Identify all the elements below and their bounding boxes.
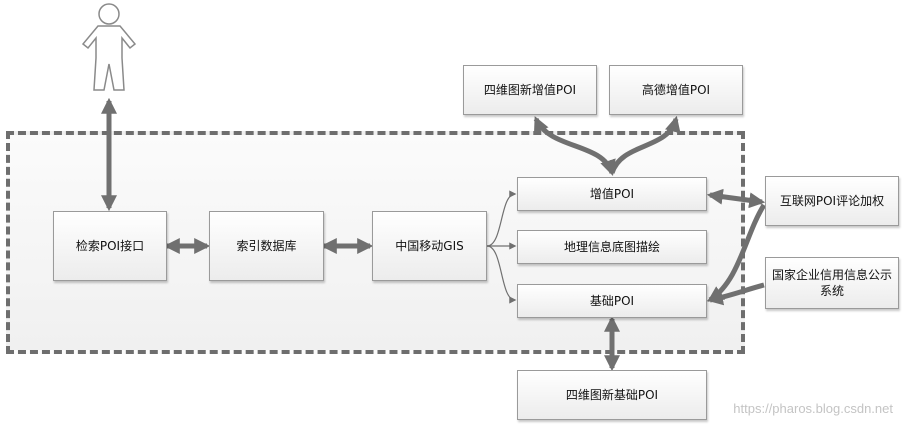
china-mobile-gis-box: 中国移动GIS bbox=[372, 211, 487, 281]
gis-branch-connectors bbox=[486, 190, 517, 304]
watermark-text: https://pharos.blog.csdn.net bbox=[733, 401, 893, 416]
internet-valueadded-arrow bbox=[706, 188, 766, 209]
user-person-icon bbox=[81, 3, 137, 91]
value-added-poi-box: 增值POI bbox=[517, 177, 707, 211]
gaode-value-added-poi-box: 高德增值POI bbox=[609, 65, 743, 115]
internet-poi-weighting-box: 互联网POI评论加权 bbox=[765, 176, 899, 226]
siwei-basic-poi-box: 四维图新基础POI bbox=[517, 370, 707, 420]
geo-basemap-box: 地理信息底图描绘 bbox=[517, 230, 707, 264]
index-database-box: 索引数据库 bbox=[209, 211, 324, 281]
retrieval-poi-api-box: 检索POI接口 bbox=[53, 211, 167, 281]
gaode-valueadded-arrow bbox=[609, 115, 681, 174]
siwei-value-added-poi-box: 四维图新增值POI bbox=[463, 65, 597, 115]
siwei-valueadded-arrow bbox=[533, 116, 616, 177]
credit-basic-arrow bbox=[706, 282, 765, 306]
basic-poi-box: 基础POI bbox=[517, 284, 707, 318]
enterprise-credit-system-box: 国家企业信用信息公示系统 bbox=[765, 257, 899, 309]
